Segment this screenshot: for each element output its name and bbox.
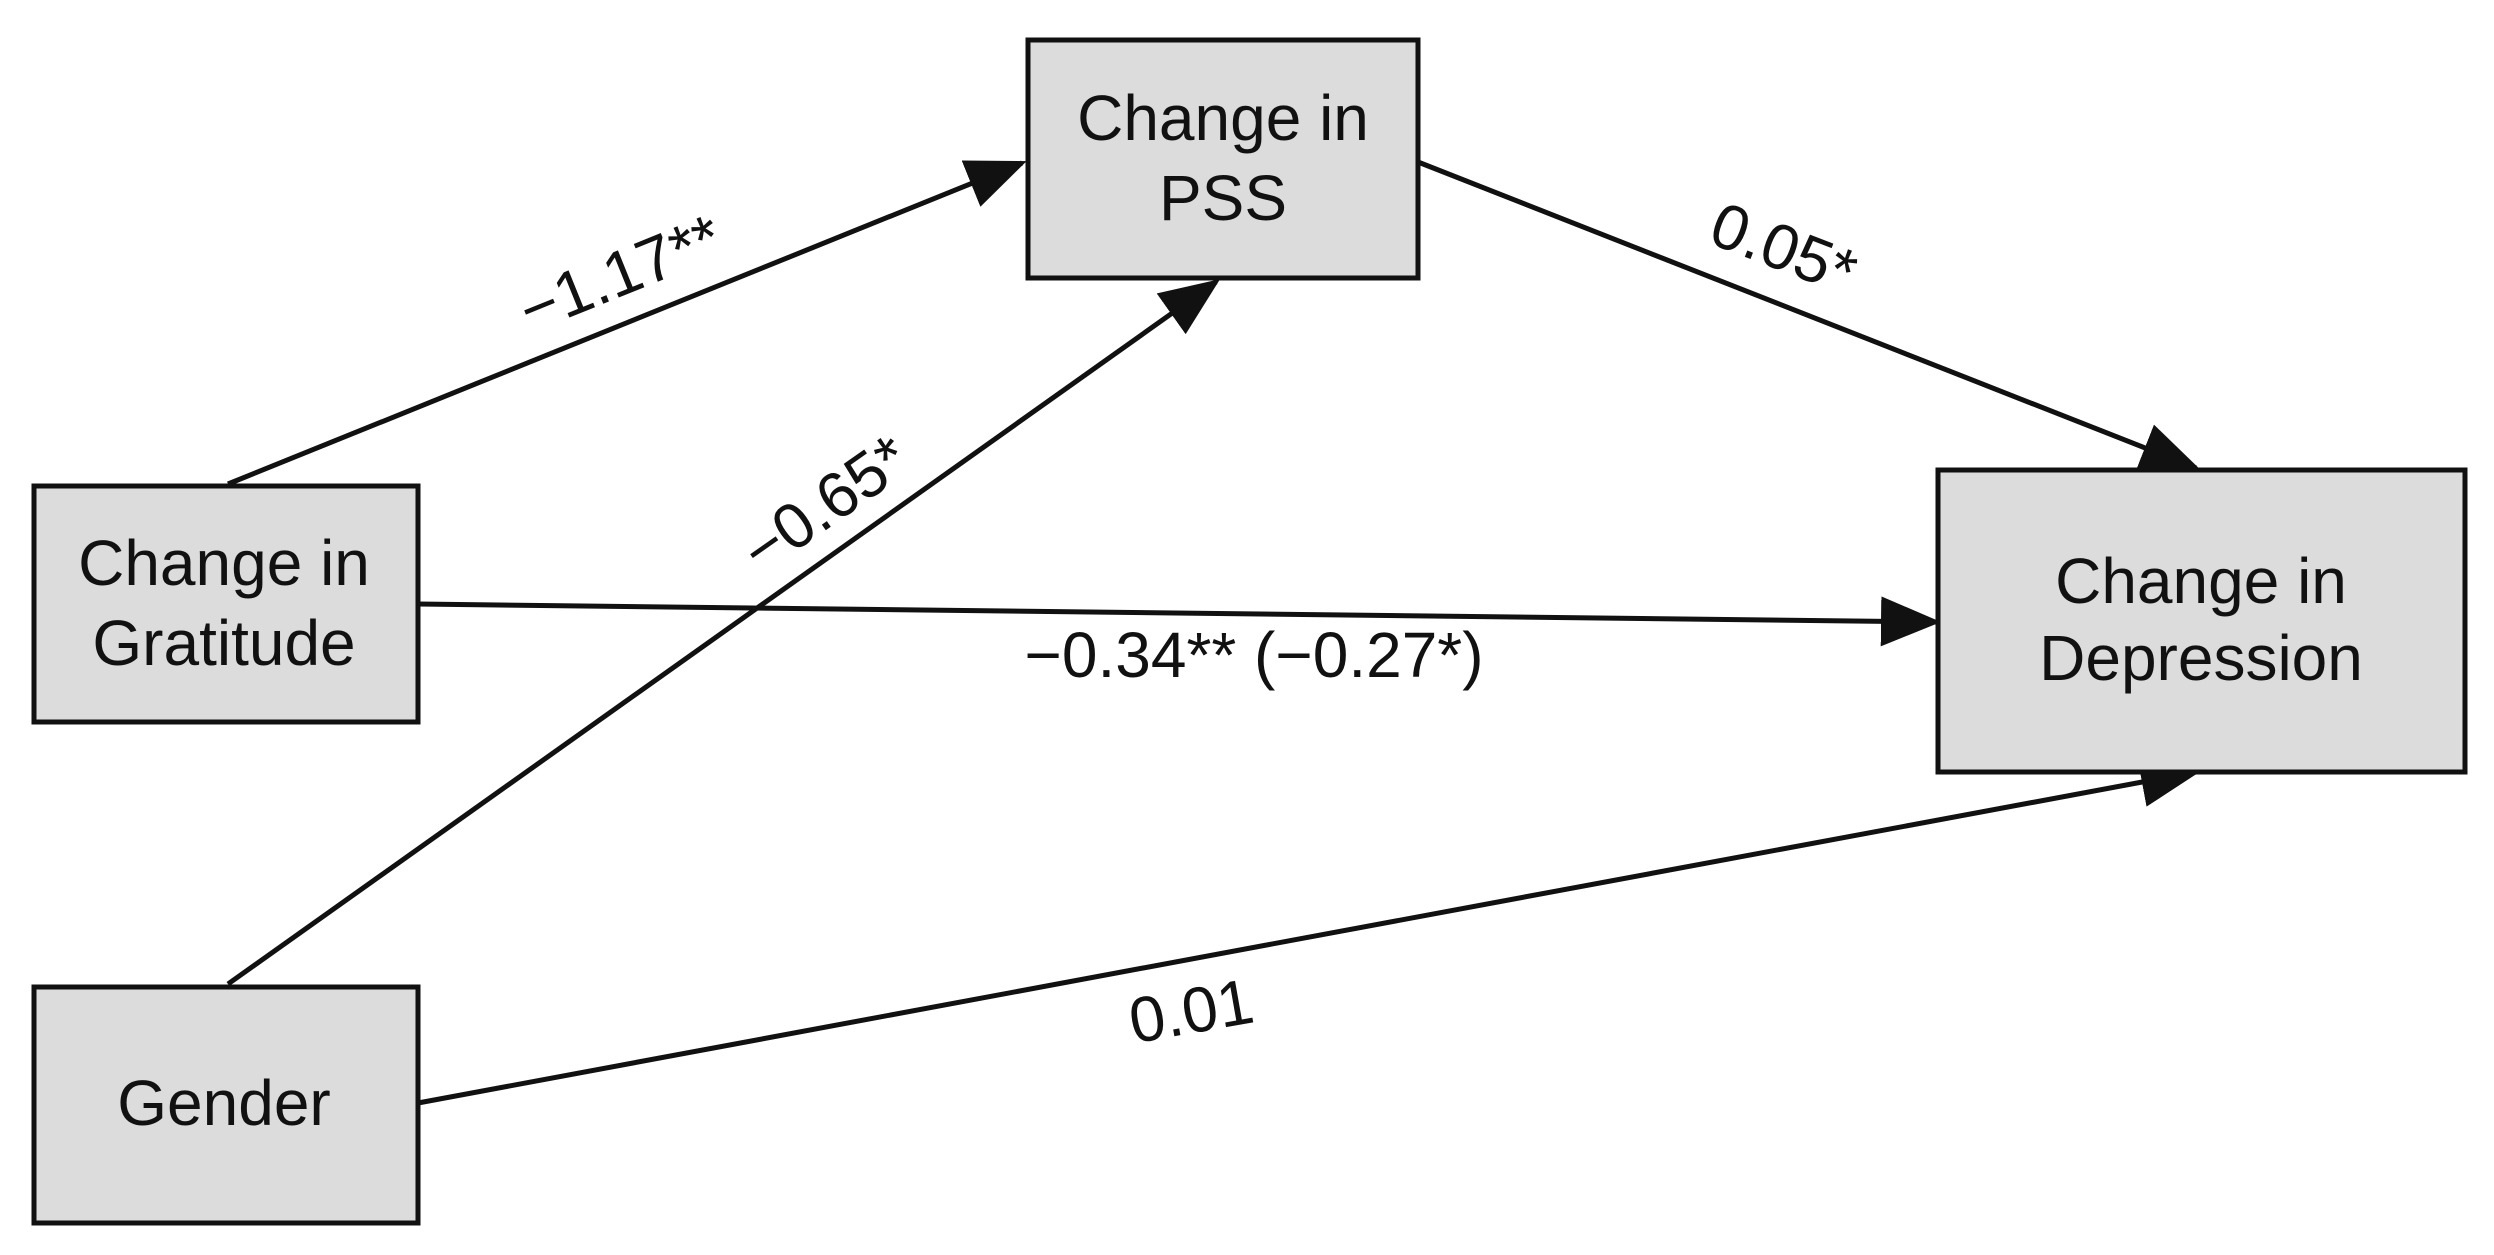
- edge-label-pss-to-depression: 0.05*: [1701, 188, 1866, 309]
- node-gratitude-line1: Change in: [78, 527, 370, 599]
- node-pss-line2: PSS: [1159, 162, 1287, 234]
- node-change-in-gratitude: [31, 483, 421, 725]
- edge-gender-to-pss: [226, 279, 1221, 987]
- node-gratitude-line2: Gratitude: [92, 607, 355, 679]
- edge-gratitude-to-pss: [227, 160, 1027, 487]
- edge-label-gratitude-to-depression: −0.34** (−0.27*): [1025, 619, 1484, 691]
- node-gender: [31, 984, 421, 1226]
- node-change-in-depression: [1935, 467, 2468, 775]
- node-gender-label: Gender: [117, 1067, 330, 1139]
- node-depression-line1: Change in: [2055, 545, 2347, 617]
- edge-label-gender-to-depression: 0.01: [1124, 965, 1259, 1058]
- edge-pss-to-depression: [1417, 159, 2201, 472]
- node-depression-line2: Depression: [2039, 622, 2363, 694]
- edge-gender-to-depression: [417, 757, 2201, 1106]
- edge-gratitude-to-depression: [417, 596, 1941, 647]
- node-pss-line1: Change in: [1077, 82, 1369, 154]
- node-change-in-pss: [1025, 37, 1421, 281]
